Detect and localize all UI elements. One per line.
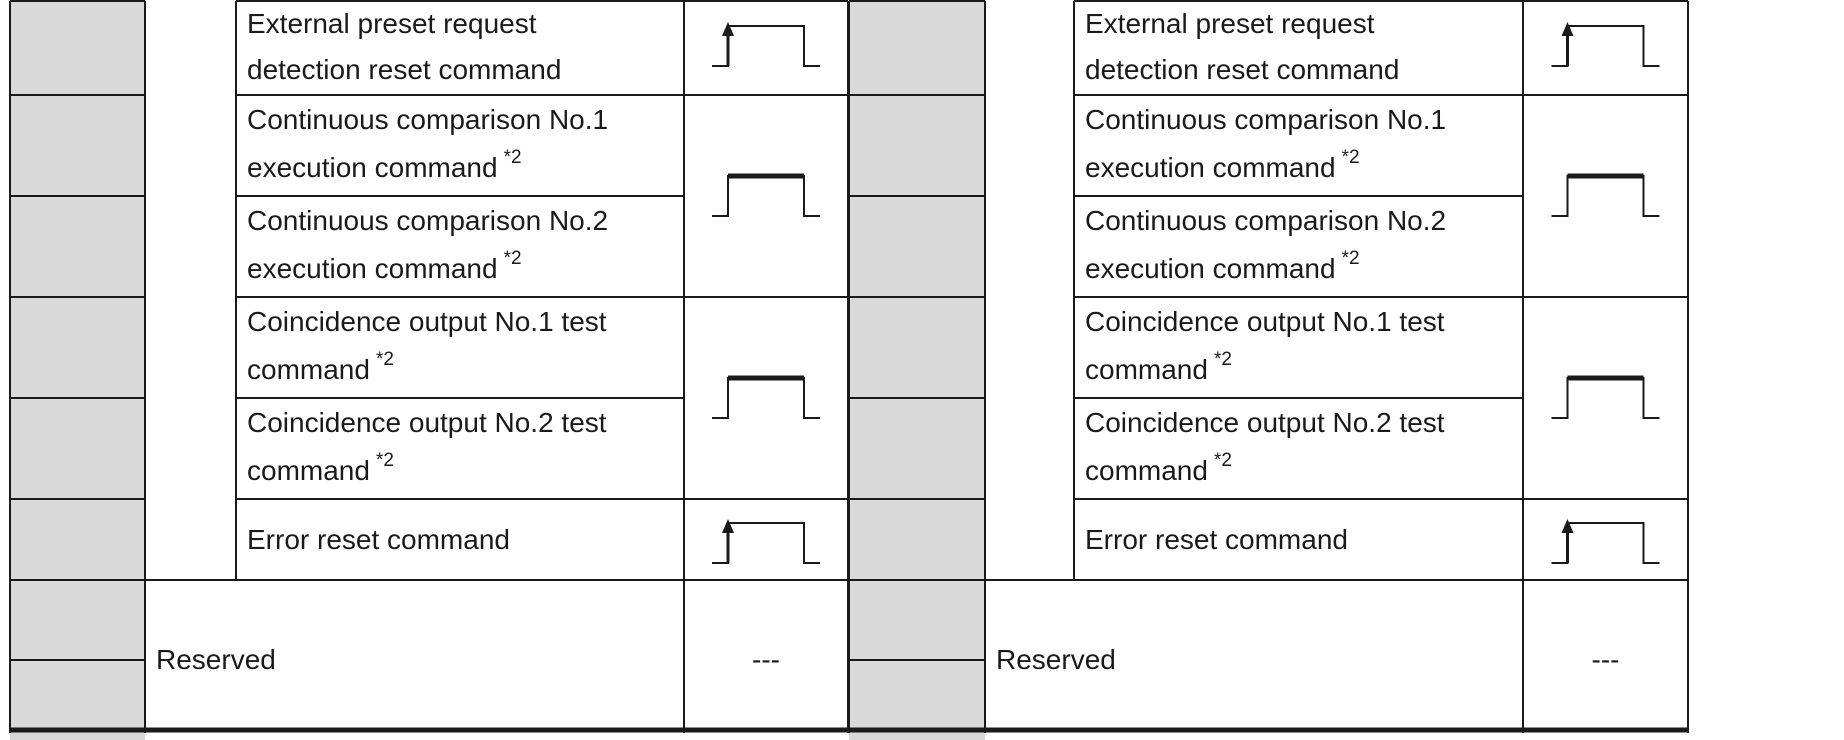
address-cell [10,660,145,740]
signal-name-cell: Coincidence output No.1 test command*2 [236,297,684,398]
signal-name-line: Continuous comparison No.2 [247,205,609,236]
signal-name-line: command*2 [1085,349,1232,385]
address-cell [849,660,985,740]
rising-edge-pulse-icon [1551,519,1660,564]
signal-name-line: execution command*2 [247,147,522,183]
signal-name-line: execution command*2 [1085,147,1360,183]
footnote-ref: *2 [1341,147,1360,168]
signal-name-line: command*2 [247,450,394,486]
address-cell [849,499,985,580]
signal-name-cell: Continuous comparison No.1 execution comm… [1074,95,1523,196]
signal-name-cell: Continuous comparison No.2 execution comm… [236,196,684,297]
reserved-label: Reserved [156,644,276,675]
footnote-ref: *2 [1213,349,1232,370]
footnote-ref: *2 [503,248,522,269]
address-cell [849,297,985,398]
level-pulse-icon [1551,173,1660,217]
address-cell [10,297,145,398]
signal-name-line: Continuous comparison No.1 [247,104,609,135]
address-cell [10,196,145,297]
address-cell [10,0,145,95]
reserved-label: Reserved [996,644,1116,675]
footnote-ref: *2 [375,349,394,370]
reserved-value: --- [752,644,780,675]
address-cell [849,196,985,297]
signal-name-line: Coincidence output No.1 test [1085,306,1445,337]
signal-name-line: detection reset command [1085,54,1400,85]
signal-name-line: Coincidence output No.2 test [247,407,607,438]
signal-name-line: External preset request [1085,8,1375,39]
signal-name-cell: External preset request detection reset c… [1074,0,1523,95]
level-pulse-icon [712,173,820,217]
address-cell [849,398,985,499]
signal-name-line: Continuous comparison No.1 [1085,104,1447,135]
signal-name-cell: External preset request detection reset c… [236,0,684,95]
rising-edge-pulse-icon [1551,22,1660,67]
address-cell [10,95,145,196]
address-cell [849,0,985,95]
rising-edge-pulse-icon [712,519,820,564]
signal-name-line: Coincidence output No.1 test [247,306,607,337]
signal-name-cell: Coincidence output No.2 test command*2 [1074,398,1523,499]
signal-name-line: Continuous comparison No.2 [1085,205,1447,236]
signal-name-cell: Coincidence output No.2 test command*2 [236,398,684,499]
signal-name-line: detection reset command [247,54,562,85]
address-cell [10,580,145,660]
level-pulse-icon [1551,375,1660,419]
signal-name-line: Error reset command [1085,523,1348,555]
signal-name-cell: Error reset command [236,499,684,580]
signal-name-line: command*2 [247,349,394,385]
address-cell [10,499,145,580]
signal-name-line: execution command*2 [1085,248,1360,284]
signal-name-cell: Error reset command [1074,499,1523,580]
signal-name-cell: Continuous comparison No.2 execution comm… [1074,196,1523,297]
signal-name-line: Coincidence output No.2 test [1085,407,1445,438]
rising-edge-pulse-icon [712,22,820,67]
signal-name-line: External preset request [247,8,537,39]
address-cell [10,398,145,499]
signal-name-cell: Coincidence output No.1 test command*2 [1074,297,1523,398]
signal-name-line: execution command*2 [247,248,522,284]
signal-name-line: Error reset command [247,523,510,555]
footnote-ref: *2 [375,450,394,471]
level-pulse-icon [712,375,820,419]
footnote-ref: *2 [1213,450,1232,471]
signal-name-cell: Continuous comparison No.1 execution comm… [236,95,684,196]
footnote-ref: *2 [1341,248,1360,269]
address-cell [849,580,985,660]
signal-name-line: command*2 [1085,450,1232,486]
address-cell [849,95,985,196]
reserved-value: --- [1591,644,1620,675]
footnote-ref: *2 [503,147,522,168]
